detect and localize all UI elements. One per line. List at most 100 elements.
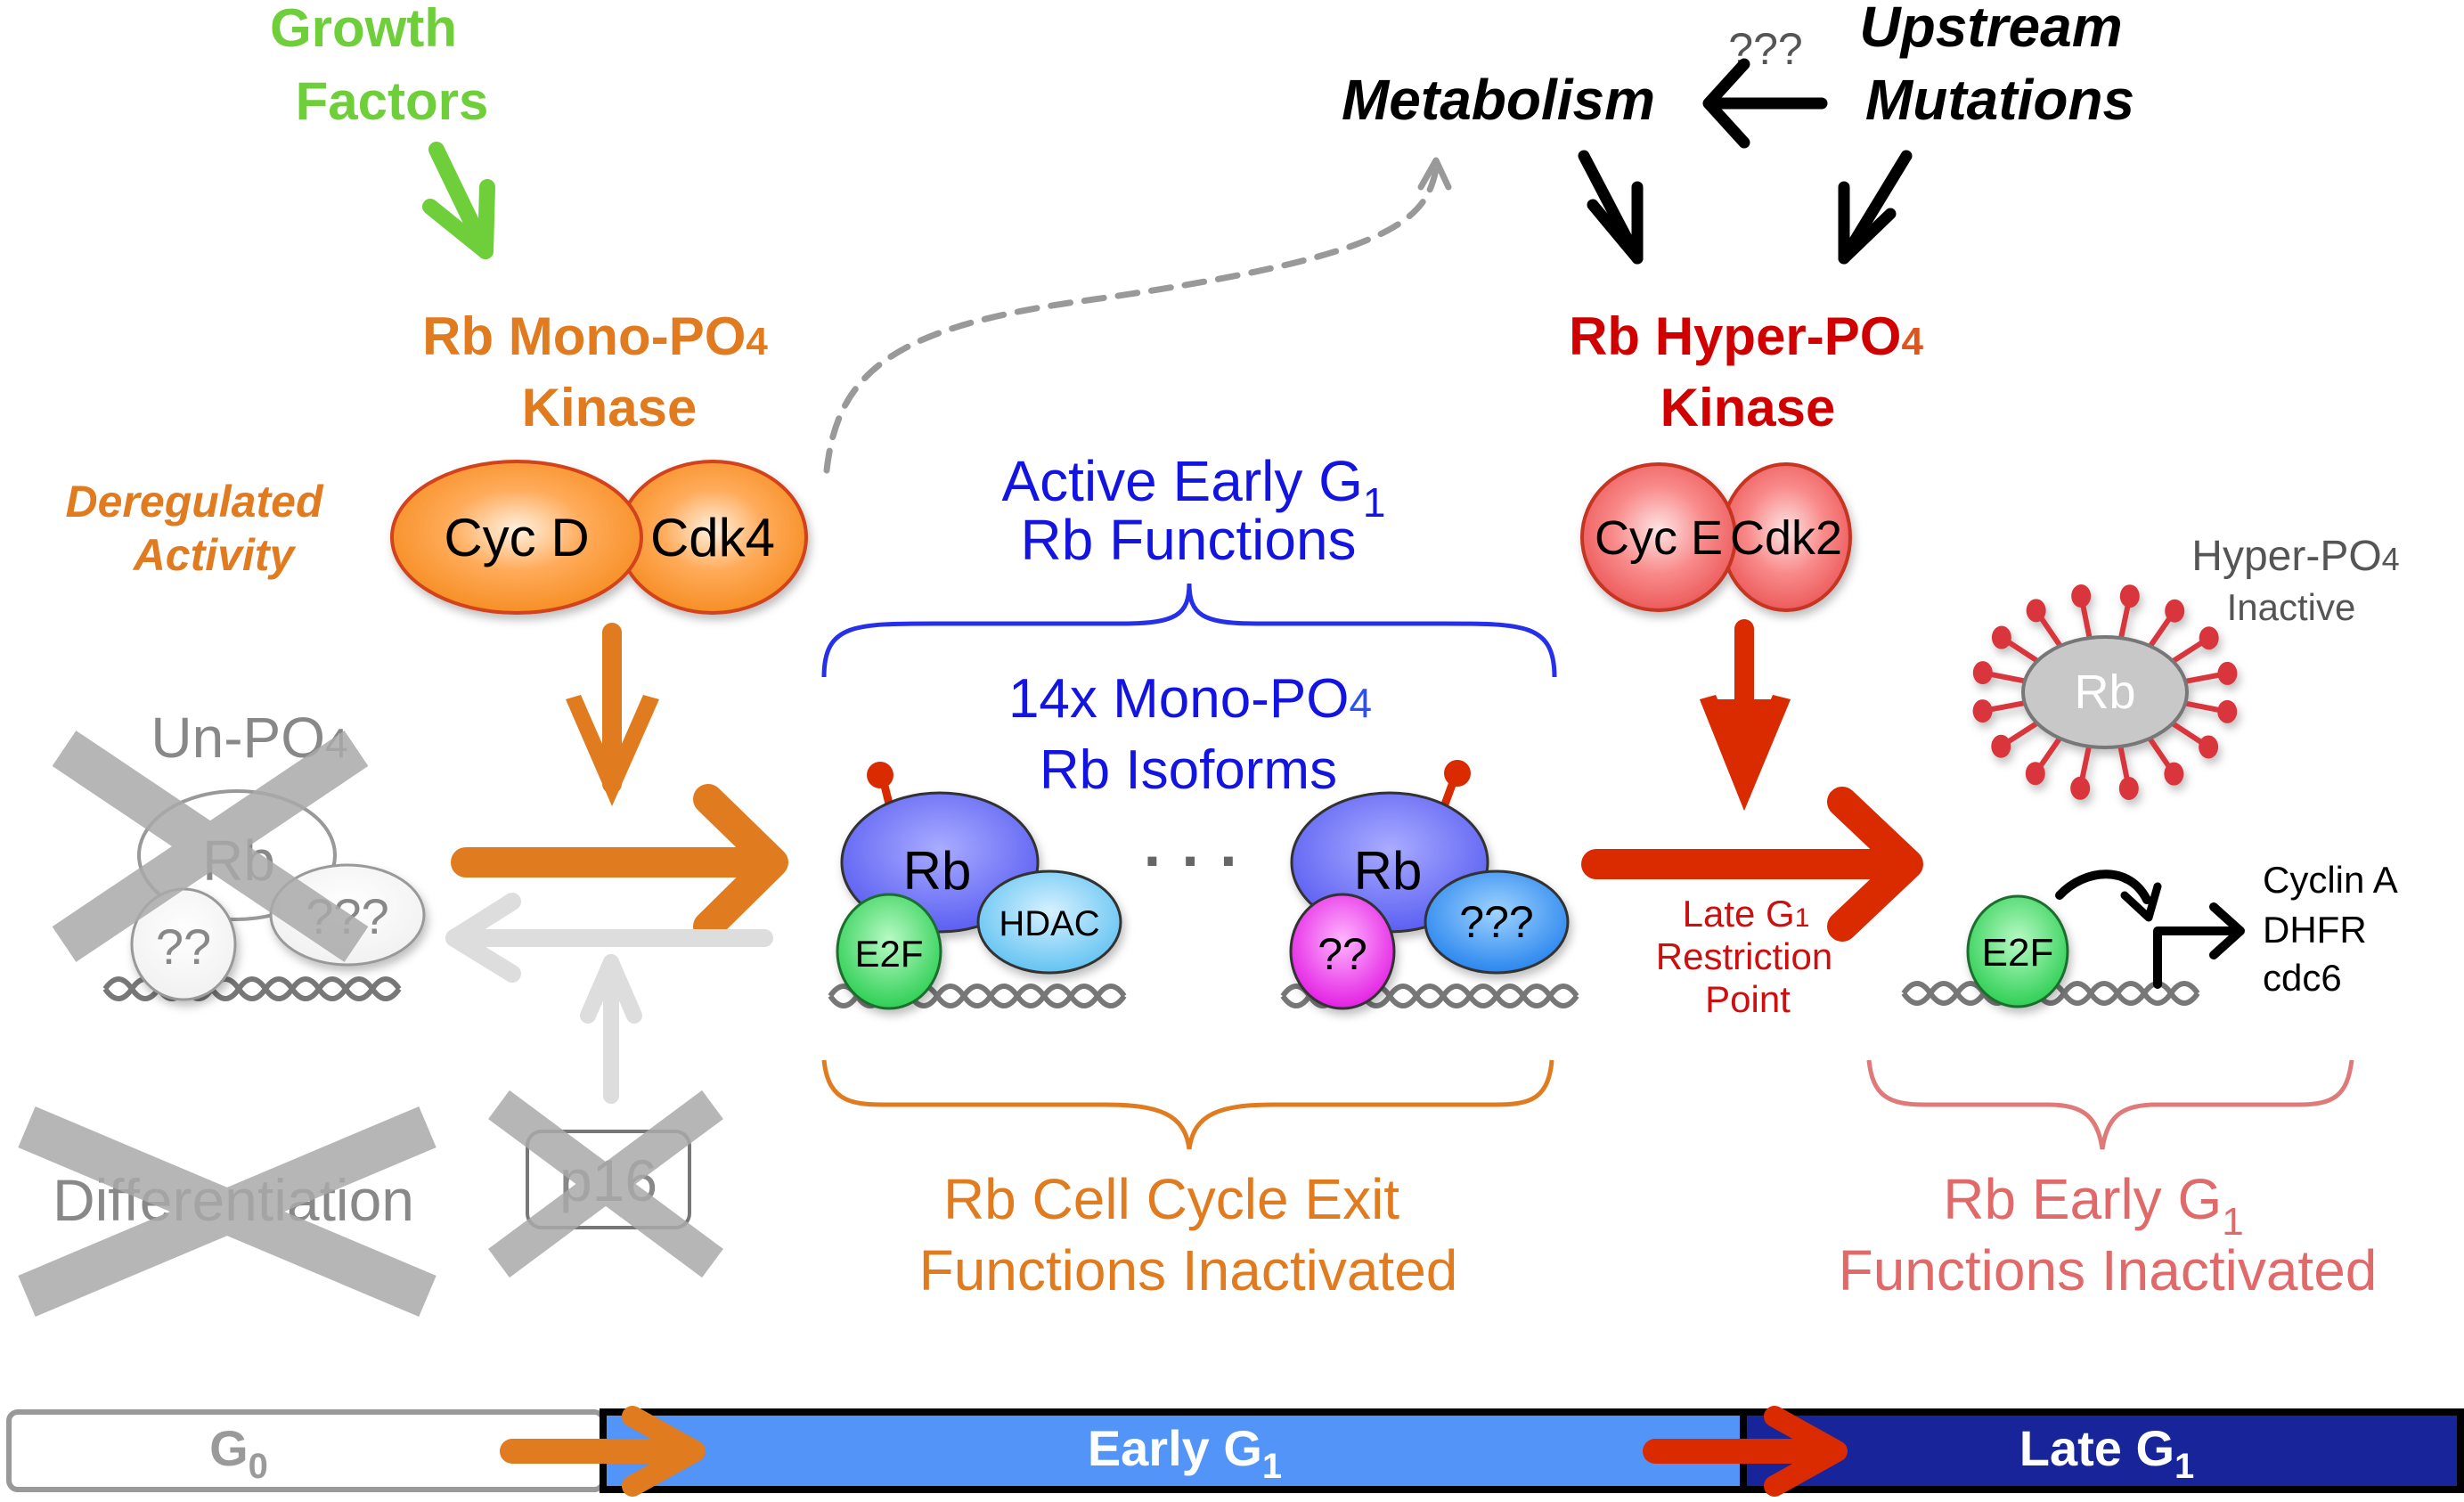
p16-inhibition-arrow xyxy=(580,954,642,1104)
svg-text:Functions Inactivated: Functions Inactivated xyxy=(919,1238,1458,1302)
active-functions-brace xyxy=(821,583,1557,678)
phosphate-group xyxy=(2164,762,2184,786)
svg-text:14x Mono-PO4: 14x Mono-PO4 xyxy=(1008,668,1372,730)
complex2-partner1-label: ?? xyxy=(1318,929,1367,979)
activation-curve-arrowhead xyxy=(2120,882,2162,922)
cycd-cdk4-complex xyxy=(390,460,808,615)
metabolism-to-hyper-kinase-arrow xyxy=(1578,150,1644,265)
complex2-rb-label: Rb xyxy=(1354,841,1423,901)
mono-kinase-title: Rb Mono-PO4 Kinase xyxy=(422,306,768,437)
dashed-feedback-arrowhead xyxy=(1417,157,1452,191)
phosphate-group xyxy=(2071,584,2092,608)
svg-text:Rb Functions: Rb Functions xyxy=(1020,508,1356,572)
phase-late-g1 xyxy=(1740,1408,2464,1493)
svg-text:Deregulated: Deregulated xyxy=(66,477,324,527)
phosphate-group xyxy=(1972,661,1993,685)
phosphate-group xyxy=(2217,699,2238,723)
svg-text:Kinase: Kinase xyxy=(1660,378,1836,437)
growth-factors-arrow xyxy=(422,142,495,259)
restriction-point-label: Late G1 Restriction Point xyxy=(1656,893,1832,1020)
svg-text:Cyclin A: Cyclin A xyxy=(2263,859,2398,901)
phosphate-group xyxy=(2070,776,2091,800)
svg-text:Late G1: Late G1 xyxy=(1683,893,1810,935)
p16-cross xyxy=(488,1090,723,1278)
free-e2f-node xyxy=(1966,894,2069,1008)
phase-g0-label: G0 xyxy=(209,1420,268,1486)
phase-early-g1 xyxy=(600,1408,1747,1493)
phase-late-g1-label: Late G1 xyxy=(2019,1420,2195,1486)
phosphate-group xyxy=(2119,584,2140,608)
isoforms-ellipsis: · · · xyxy=(1144,826,1241,895)
restriction-arrow xyxy=(1581,787,1923,942)
cyce-node xyxy=(1580,462,1737,612)
svg-text:Kinase: Kinase xyxy=(522,378,698,437)
exit-functions-label: Rb Cell Cycle Exit Functions Inactivated xyxy=(919,1167,1458,1302)
svg-text:Active Early G1: Active Early G1 xyxy=(1001,449,1385,526)
hyper-rb-body xyxy=(2021,635,2189,749)
phosphate-group xyxy=(2199,735,2219,759)
dashed-feedback-arrow xyxy=(823,166,1440,474)
p16-box xyxy=(526,1130,691,1229)
active-functions-title: Active Early G1 Rb Functions xyxy=(1001,449,1385,572)
phosphate-group xyxy=(2199,626,2219,650)
svg-text:cdc6: cdc6 xyxy=(2263,957,2342,999)
svg-text:Growth: Growth xyxy=(270,0,457,58)
growth-factors-label: Growth Factors xyxy=(270,0,488,131)
svg-text:Rb Isoforms: Rb Isoforms xyxy=(1040,739,1337,801)
g0-to-early-arrow xyxy=(500,1406,706,1497)
svg-text:Activity: Activity xyxy=(132,530,297,580)
cdk2-label: Cdk2 xyxy=(1730,511,1842,565)
target-genes: Cyclin A DHFR cdc6 xyxy=(2263,859,2398,999)
svg-text:Rb Early G1: Rb Early G1 xyxy=(1943,1167,2243,1244)
svg-text:Rb Mono-PO4: Rb Mono-PO4 xyxy=(422,306,768,366)
transcription-start-arrow xyxy=(2153,902,2245,989)
early-to-late-arrow xyxy=(1643,1406,1848,1497)
reverse-arrow xyxy=(445,893,773,983)
cyce-label: Cyc E xyxy=(1595,511,1723,565)
svg-text:Restriction: Restriction xyxy=(1656,935,1832,977)
activation-curve-arrow xyxy=(2055,869,2151,904)
unphos-partner1-label: ?? xyxy=(156,918,211,975)
phosphate-group xyxy=(1972,699,1993,723)
metabolism-label: Metabolism xyxy=(1342,68,1655,132)
isoforms-label: 14x Mono-PO4 Rb Isoforms xyxy=(1008,668,1372,801)
hyper-kinase-arrowhead-fill xyxy=(1700,695,1791,811)
cyce-cdk2-complex xyxy=(1580,462,1852,612)
complex1-hdac-node xyxy=(976,869,1122,975)
phosphate-group xyxy=(2165,599,2185,623)
svg-text:Functions Inactivated: Functions Inactivated xyxy=(1839,1238,2378,1302)
phase-early-g1-label: Early G1 xyxy=(1088,1420,1282,1486)
complex1-hdac-label: HDAC xyxy=(999,904,1099,943)
svg-text:Point: Point xyxy=(1705,978,1791,1020)
phosphate-group xyxy=(2026,599,2046,623)
svg-text:Inactive: Inactive xyxy=(2227,586,2356,628)
svg-text:Rb Hyper-PO4: Rb Hyper-PO4 xyxy=(1569,306,1923,366)
deregulated-activity-label: Deregulated Activity xyxy=(66,477,324,580)
free-e2f-label: E2F xyxy=(1982,931,2054,975)
phosphate-group xyxy=(2217,661,2238,685)
phosphate-group xyxy=(2025,762,2045,786)
unphos-cross xyxy=(52,731,369,962)
hyper-rb-label: Rb xyxy=(2074,665,2135,719)
early-functions-brace xyxy=(1866,1059,2354,1150)
cdk4-label: Cdk4 xyxy=(650,508,775,567)
svg-text:Mutations: Mutations xyxy=(1865,68,2134,132)
complex2-partner1-node xyxy=(1289,893,1396,1010)
svg-text:Factors: Factors xyxy=(296,71,489,131)
activation-arrow xyxy=(451,784,788,942)
svg-text:Rb Cell Cycle Exit: Rb Cell Cycle Exit xyxy=(943,1167,1399,1231)
phase-bar: G0 Early G1 Late G1 xyxy=(6,1406,2464,1497)
complex1-e2f-label: E2F xyxy=(854,933,923,975)
svg-text:Upstream: Upstream xyxy=(1859,0,2122,59)
phosphate-group xyxy=(1991,734,2011,758)
cycd-node xyxy=(390,460,643,615)
mutations-to-hyper-kinase-arrow xyxy=(1838,150,1913,265)
complex2-partner2-node xyxy=(1424,869,1570,975)
differentiation-cross xyxy=(18,1106,437,1318)
hyper-rb-node xyxy=(1972,584,2238,800)
phosphate-group xyxy=(1991,625,2011,649)
complex2-partner2-label: ??? xyxy=(1459,897,1533,947)
svg-text:Hyper-PO4: Hyper-PO4 xyxy=(2191,533,2399,580)
cycd-label: Cyc D xyxy=(444,508,589,567)
